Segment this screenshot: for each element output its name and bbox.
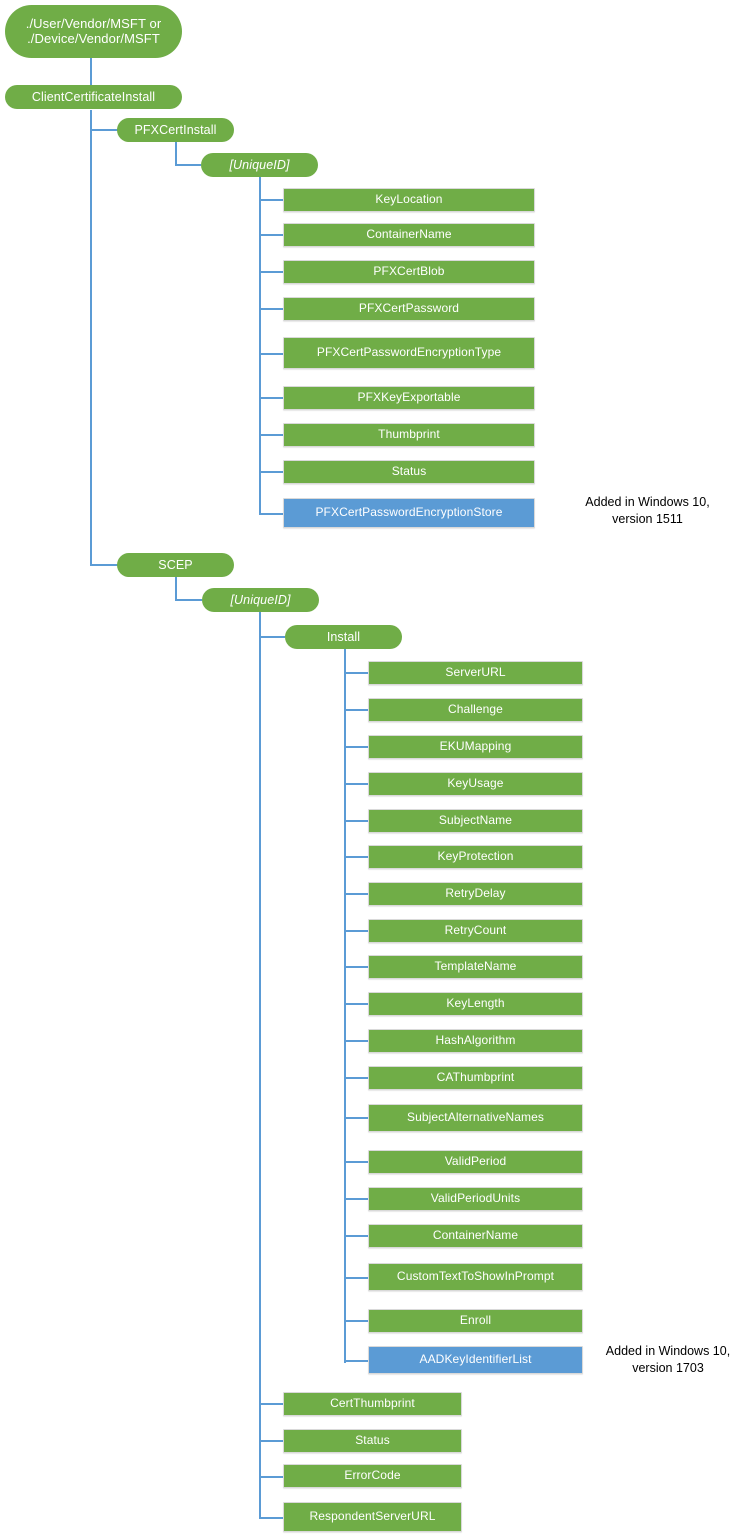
connector-stub-pfx-2 [259, 271, 284, 273]
connector-stub-install-12 [344, 1117, 370, 1119]
connector-stub-install-6 [344, 893, 370, 895]
node-install-child-validperiod[interactable]: ValidPeriod [368, 1150, 583, 1174]
connector-root-to-level1 [90, 58, 92, 88]
connector-stub-pfx-3 [259, 308, 284, 310]
connector-stub-pfx-0 [259, 199, 284, 201]
node-scep[interactable]: SCEP [117, 553, 234, 577]
connector-install-spine [344, 648, 346, 1363]
node-client-certificate-install[interactable]: ClientCertificateInstall [5, 85, 182, 109]
node-pfx-child-pfxcertpassword[interactable]: PFXCertPassword [283, 297, 535, 321]
connector-stub-install-0 [344, 672, 370, 674]
connector-stub-scepuid-3 [259, 1517, 284, 1519]
connector-stub-scepuid-0 [259, 1403, 284, 1405]
connector-stub-pfx-6 [259, 434, 284, 436]
connector-stub-install-16 [344, 1277, 370, 1279]
node-install-child-subjectname[interactable]: SubjectName [368, 809, 583, 833]
connector-scep-uniqueid-spine [259, 611, 261, 1518]
connector-stub-install-18 [344, 1360, 370, 1362]
node-install-child-hashalgorithm[interactable]: HashAlgorithm [368, 1029, 583, 1053]
node-install-child-cathumbprint[interactable]: CAThumbprint [368, 1066, 583, 1090]
note-added-windows-1511: Added in Windows 10, version 1511 [585, 495, 710, 526]
node-install-child-keyusage[interactable]: KeyUsage [368, 772, 583, 796]
node-pfx-child-pfxcertblob[interactable]: PFXCertBlob [283, 260, 535, 284]
connector-stub-scepuid-1 [259, 1440, 284, 1442]
connector-stub-install-17 [344, 1320, 370, 1322]
node-pfx-child-keylocation[interactable]: KeyLocation [283, 188, 535, 212]
connector-pfx-to-uniqueid [175, 164, 201, 166]
node-pfx-child-pfxkeyexportable[interactable]: PFXKeyExportable [283, 386, 535, 410]
node-install-child-containername[interactable]: ContainerName [368, 1224, 583, 1248]
node-pfx-child-pfxcertpasswordencryptionstore[interactable]: PFXCertPasswordEncryptionStore [283, 498, 535, 528]
connector-stub-install-14 [344, 1198, 370, 1200]
node-install-child-keylength[interactable]: KeyLength [368, 992, 583, 1016]
connector-stub-pfx-4 [259, 353, 284, 355]
connector-stub-pfx-7 [259, 471, 284, 473]
node-pfx-child-status[interactable]: Status [283, 460, 535, 484]
node-scep-child-certthumbprint[interactable]: CertThumbprint [283, 1392, 462, 1416]
node-install-child-serverurl[interactable]: ServerURL [368, 661, 583, 685]
connector-scep-to-uniqueid [175, 599, 202, 601]
connector-stub-pfx-1 [259, 234, 284, 236]
node-pfx-child-pfxcertpasswordencryptiontype[interactable]: PFXCertPasswordEncryptionType [283, 337, 535, 369]
node-scep-child-errorcode[interactable]: ErrorCode [283, 1464, 462, 1488]
connector-stub-install-8 [344, 966, 370, 968]
node-install-child-retrycount[interactable]: RetryCount [368, 919, 583, 943]
connector-stub-install-7 [344, 930, 370, 932]
node-scep-install[interactable]: Install [285, 625, 402, 649]
connector-level1-spine [90, 110, 92, 566]
connector-scep-spine [175, 576, 177, 600]
connector-stub-install-9 [344, 1003, 370, 1005]
connector-scep-to-install [259, 636, 285, 638]
connector-pfx-spine [175, 141, 177, 165]
node-install-child-enroll[interactable]: Enroll [368, 1309, 583, 1333]
connector-level1-to-pfx [90, 129, 118, 131]
node-install-child-keyprotection[interactable]: KeyProtection [368, 845, 583, 869]
node-pfx-child-thumbprint[interactable]: Thumbprint [283, 423, 535, 447]
node-pfx-unique-id[interactable]: [UniqueID] [201, 153, 318, 177]
node-scep-child-status[interactable]: Status [283, 1429, 462, 1453]
connector-stub-scepuid-2 [259, 1476, 284, 1478]
node-pfx-cert-install[interactable]: PFXCertInstall [117, 118, 234, 142]
connector-stub-pfx-5 [259, 397, 284, 399]
connector-stub-pfx-8 [259, 513, 284, 515]
connector-stub-install-4 [344, 820, 370, 822]
node-root[interactable]: ./User/Vendor/MSFT or ./Device/Vendor/MS… [5, 5, 182, 58]
node-install-child-subjectalternativenames[interactable]: SubjectAlternativeNames [368, 1104, 583, 1132]
node-install-child-templatename[interactable]: TemplateName [368, 955, 583, 979]
node-install-child-ekumapping[interactable]: EKUMapping [368, 735, 583, 759]
node-pfx-child-containername[interactable]: ContainerName [283, 223, 535, 247]
node-install-child-retrydelay[interactable]: RetryDelay [368, 882, 583, 906]
connector-pfx-uniqueid-spine [259, 176, 261, 513]
connector-stub-install-10 [344, 1040, 370, 1042]
connector-stub-install-11 [344, 1077, 370, 1079]
connector-stub-install-1 [344, 709, 370, 711]
connector-level1-to-scep [90, 564, 118, 566]
connector-stub-install-13 [344, 1161, 370, 1163]
connector-stub-install-3 [344, 783, 370, 785]
note-added-windows-1703: Added in Windows 10, version 1703 [605, 1344, 731, 1375]
connector-stub-install-5 [344, 856, 370, 858]
node-install-child-challenge[interactable]: Challenge [368, 698, 583, 722]
node-install-child-customtexttoshowinprompt[interactable]: CustomTextToShowInPrompt [368, 1263, 583, 1291]
node-scep-unique-id[interactable]: [UniqueID] [202, 588, 319, 612]
node-install-child-aadkeyidentifierlist[interactable]: AADKeyIdentifierList [368, 1346, 583, 1374]
node-install-child-validperiodunits[interactable]: ValidPeriodUnits [368, 1187, 583, 1211]
node-scep-child-respondentserverurl[interactable]: RespondentServerURL [283, 1502, 462, 1532]
connector-stub-install-15 [344, 1235, 370, 1237]
connector-stub-install-2 [344, 746, 370, 748]
